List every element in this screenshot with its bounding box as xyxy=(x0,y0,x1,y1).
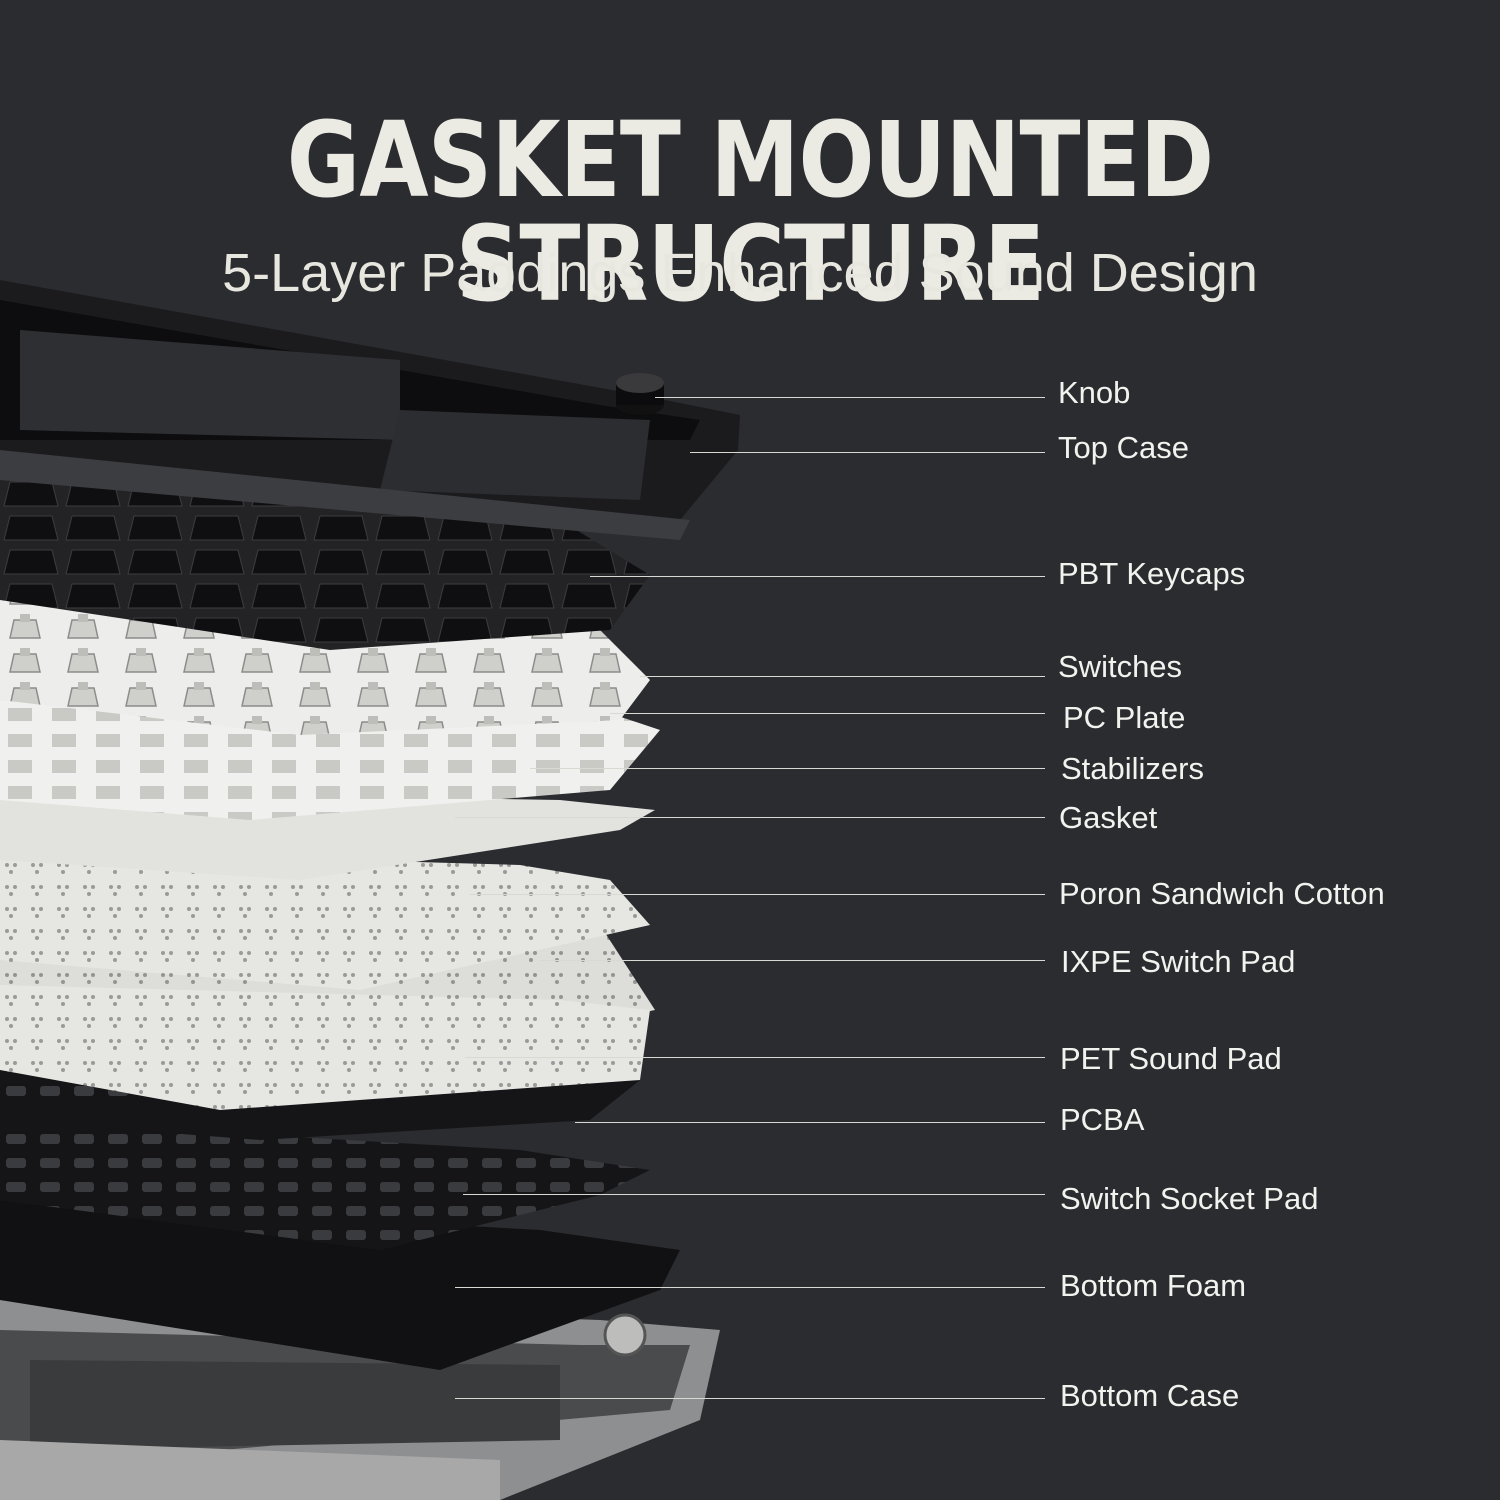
label-pet-sound-pad: PET Sound Pad xyxy=(1060,1041,1282,1076)
label-pbt-keycaps: PBT Keycaps xyxy=(1058,556,1246,591)
bottom-foam-layer xyxy=(0,1200,680,1370)
pc-plate-layer xyxy=(0,700,660,820)
label-top-case: Top Case xyxy=(1058,430,1189,465)
top-case-layer xyxy=(0,280,740,540)
label-switches: Switches xyxy=(1058,649,1183,684)
leader-line-poron-sandwich-cotton xyxy=(470,894,1045,895)
knob xyxy=(616,373,664,415)
label-stabilizers: Stabilizers xyxy=(1061,751,1204,786)
bottom-case-layer xyxy=(0,1300,720,1500)
leader-line-pbt-keycaps xyxy=(590,576,1045,577)
leader-line-bottom-case xyxy=(455,1398,1045,1399)
leader-line-pet-sound-pad xyxy=(465,1057,1045,1058)
leader-line-bottom-foam xyxy=(455,1287,1045,1288)
label-ixpe-switch-pad: IXPE Switch Pad xyxy=(1061,944,1296,979)
label-switch-socket-pad: Switch Socket Pad xyxy=(1060,1181,1319,1216)
switch-socket-pad-layer xyxy=(0,1120,650,1250)
leader-line-switches xyxy=(640,676,1045,677)
leader-line-gasket xyxy=(455,817,1045,818)
leader-line-ixpe-switch-pad xyxy=(540,960,1045,961)
bottom-case-knob-socket xyxy=(603,1313,647,1357)
label-pcba: PCBA xyxy=(1060,1102,1145,1137)
leader-line-switch-socket-pad xyxy=(463,1194,1045,1195)
label-knob: Knob xyxy=(1058,375,1131,410)
label-poron-sandwich-cotton: Poron Sandwich Cotton xyxy=(1059,876,1385,911)
leader-line-knob xyxy=(655,397,1045,398)
leader-line-pcba xyxy=(575,1122,1045,1123)
poron-sandwich-cotton-layer xyxy=(0,850,650,990)
leader-line-pc-plate xyxy=(610,713,1045,714)
label-pc-plate: PC Plate xyxy=(1063,700,1186,735)
label-bottom-foam: Bottom Foam xyxy=(1060,1268,1247,1303)
label-gasket: Gasket xyxy=(1059,800,1158,835)
leader-line-top-case xyxy=(690,452,1045,453)
leader-line-stabilizers xyxy=(530,768,1045,769)
page-title: GASKET MOUNTED STRUCTURE xyxy=(286,99,1214,325)
page-subtitle: 5-Layer Paddings Enhanced Sound Design xyxy=(222,243,1258,303)
label-bottom-case: Bottom Case xyxy=(1060,1378,1240,1413)
